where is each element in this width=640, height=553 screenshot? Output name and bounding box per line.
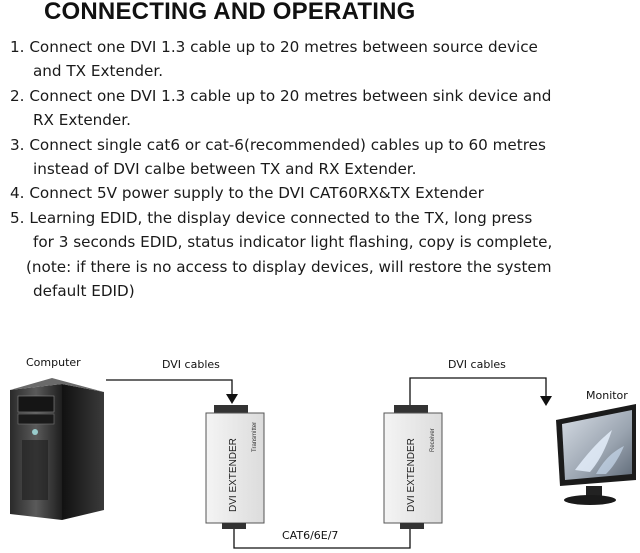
monitor-label: Monitor (586, 389, 628, 402)
computer-icon (10, 378, 104, 520)
step-2-line-2: RX Extender. (33, 111, 131, 130)
computer-label: Computer (26, 356, 81, 369)
step-5-line-2: for 3 seconds EDID, status indicator lig… (33, 233, 553, 252)
dvi-cables-left-label: DVI cables (162, 358, 220, 371)
step-3-line-1: 3. Connect single cat6 or cat-6(recommen… (10, 135, 546, 154)
step-3-line-2: instead of DVI calbe between TX and RX E… (33, 160, 417, 179)
rx-side-label: Receiver (430, 428, 436, 452)
note-line-1: (note: if there is no access to display … (26, 257, 552, 276)
tx-extender-device: DVI EXTENDER Transmitter (205, 405, 265, 529)
dvi-cables-right-label: DVI cables (448, 358, 506, 371)
note-line-2: default EDID) (33, 282, 135, 301)
step-2-line-1: 2. Connect one DVI 1.3 cable up to 20 me… (10, 86, 552, 105)
instruction-list: 1. Connect one DVI 1.3 cable up to 20 me… (10, 35, 638, 303)
cat-cable-label: CAT6/6E/7 (282, 529, 339, 542)
step-5-line-1: 5. Learning EDID, the display device con… (10, 208, 533, 227)
tx-box-label: DVI EXTENDER (228, 438, 239, 512)
rx-box-label: DVI EXTENDER (406, 438, 417, 512)
tx-side-label: Transmitter (252, 422, 258, 452)
step-4-line-1: 4. Connect 5V power supply to the DVI CA… (10, 184, 484, 203)
monitor-icon (556, 404, 636, 505)
rx-extender-device: DVI EXTENDER Receiver (383, 405, 443, 529)
step-1-line-1: 1. Connect one DVI 1.3 cable up to 20 me… (10, 38, 538, 56)
step-1-line-2: and TX Extender. (33, 62, 164, 81)
page-title: CONNECTING AND OPERATING (44, 0, 416, 25)
